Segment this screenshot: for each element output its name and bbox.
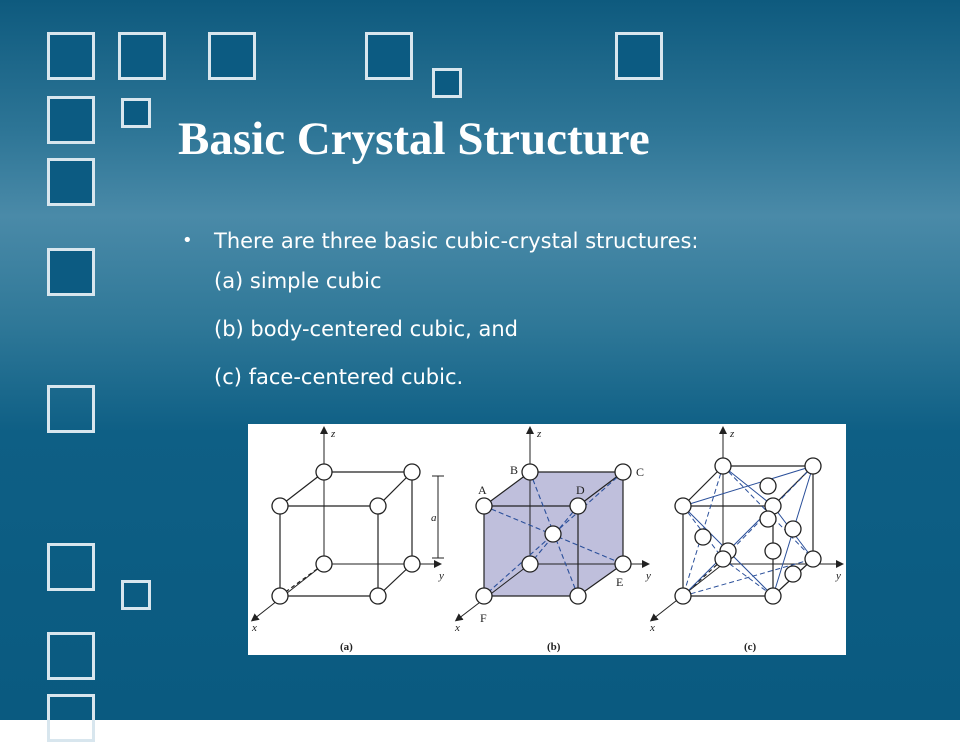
- axis-x-line: [454, 563, 531, 622]
- axis-label-y: y: [645, 570, 651, 582]
- atom: [271, 587, 289, 605]
- decor-square: [432, 68, 462, 98]
- decor-square: [121, 98, 151, 128]
- decor-square: [615, 32, 663, 80]
- axis-x-line: [250, 563, 325, 622]
- decor-square: [47, 32, 95, 80]
- bullet-item: • There are three basic cubic-crystal st…: [180, 225, 699, 257]
- atom: [714, 550, 732, 568]
- sub-item-simple-cubic: (a) simple cubic: [214, 269, 382, 293]
- atom: [784, 520, 802, 538]
- vertex-label-d: D: [576, 483, 585, 497]
- axis-label-z: z: [729, 428, 735, 440]
- bullet-text: There are three basic cubic-crystal stru…: [214, 229, 699, 253]
- vertex-label-c: C: [636, 465, 644, 479]
- atom: [569, 497, 587, 515]
- atom: [759, 477, 777, 495]
- panel-a-simple-cubic: z y x a (a): [250, 426, 444, 653]
- sub-item-fcc: (c) face-centered cubic.: [214, 365, 464, 389]
- atom: [614, 463, 632, 481]
- atom: [614, 555, 632, 573]
- atom: [315, 463, 333, 481]
- decor-square: [365, 32, 413, 80]
- axis-label-z: z: [330, 428, 336, 440]
- atom: [569, 587, 587, 605]
- panel-label-a: (a): [340, 641, 353, 653]
- decor-square: [47, 694, 95, 742]
- vertex-label-b: B: [510, 463, 518, 477]
- atom: [764, 587, 782, 605]
- panel-label-c: (c): [744, 641, 757, 653]
- axis-label-y: y: [835, 570, 841, 582]
- axis-label-x: x: [251, 622, 257, 634]
- atom: [714, 457, 732, 475]
- decor-square: [121, 580, 151, 610]
- atom: [403, 555, 421, 573]
- atom: [674, 497, 692, 515]
- atom: [759, 510, 777, 528]
- vertex-label-f: F: [480, 611, 487, 625]
- decor-square: [47, 543, 95, 591]
- vertex-label-a: A: [478, 483, 487, 497]
- bullet-dot-icon: •: [182, 230, 193, 251]
- atom: [369, 497, 387, 515]
- atom: [315, 555, 333, 573]
- axis-label-x: x: [454, 622, 460, 634]
- atom: [764, 542, 782, 560]
- decor-square: [47, 385, 95, 433]
- atom: [804, 550, 822, 568]
- decor-square: [47, 248, 95, 296]
- sub-item-bcc: (b) body-centered cubic, and: [214, 317, 518, 341]
- atom: [521, 463, 539, 481]
- atom: [694, 528, 712, 546]
- decor-square: [118, 32, 166, 80]
- atom: [784, 565, 802, 583]
- decor-square: [47, 96, 95, 144]
- cube-edges: [279, 471, 413, 597]
- panel-b-bcc: z y x A B C D E: [454, 426, 651, 653]
- atom: [674, 587, 692, 605]
- atom: [475, 497, 493, 515]
- panel-label-b: (b): [547, 641, 561, 653]
- panel-c-fcc: z y x: [649, 426, 844, 653]
- crystal-diagram: z y x a (a) z y: [250, 426, 844, 653]
- atom: [544, 525, 562, 543]
- decor-square: [47, 158, 95, 206]
- dimension-label: a: [431, 512, 437, 524]
- axis-label-y: y: [438, 570, 444, 582]
- atom: [271, 497, 289, 515]
- decor-square: [47, 632, 95, 680]
- atom: [369, 587, 387, 605]
- atom: [403, 463, 421, 481]
- axis-label-z: z: [536, 428, 542, 440]
- axis-label-x: x: [649, 622, 655, 634]
- slide-title: Basic Crystal Structure: [178, 113, 650, 165]
- crystal-figure: z y x a (a) z y: [248, 424, 846, 655]
- decor-square: [208, 32, 256, 80]
- atom: [475, 587, 493, 605]
- bullet-list: • There are three basic cubic-crystal st…: [180, 225, 699, 401]
- atom: [521, 555, 539, 573]
- vertex-label-e: E: [616, 575, 623, 589]
- atom: [804, 457, 822, 475]
